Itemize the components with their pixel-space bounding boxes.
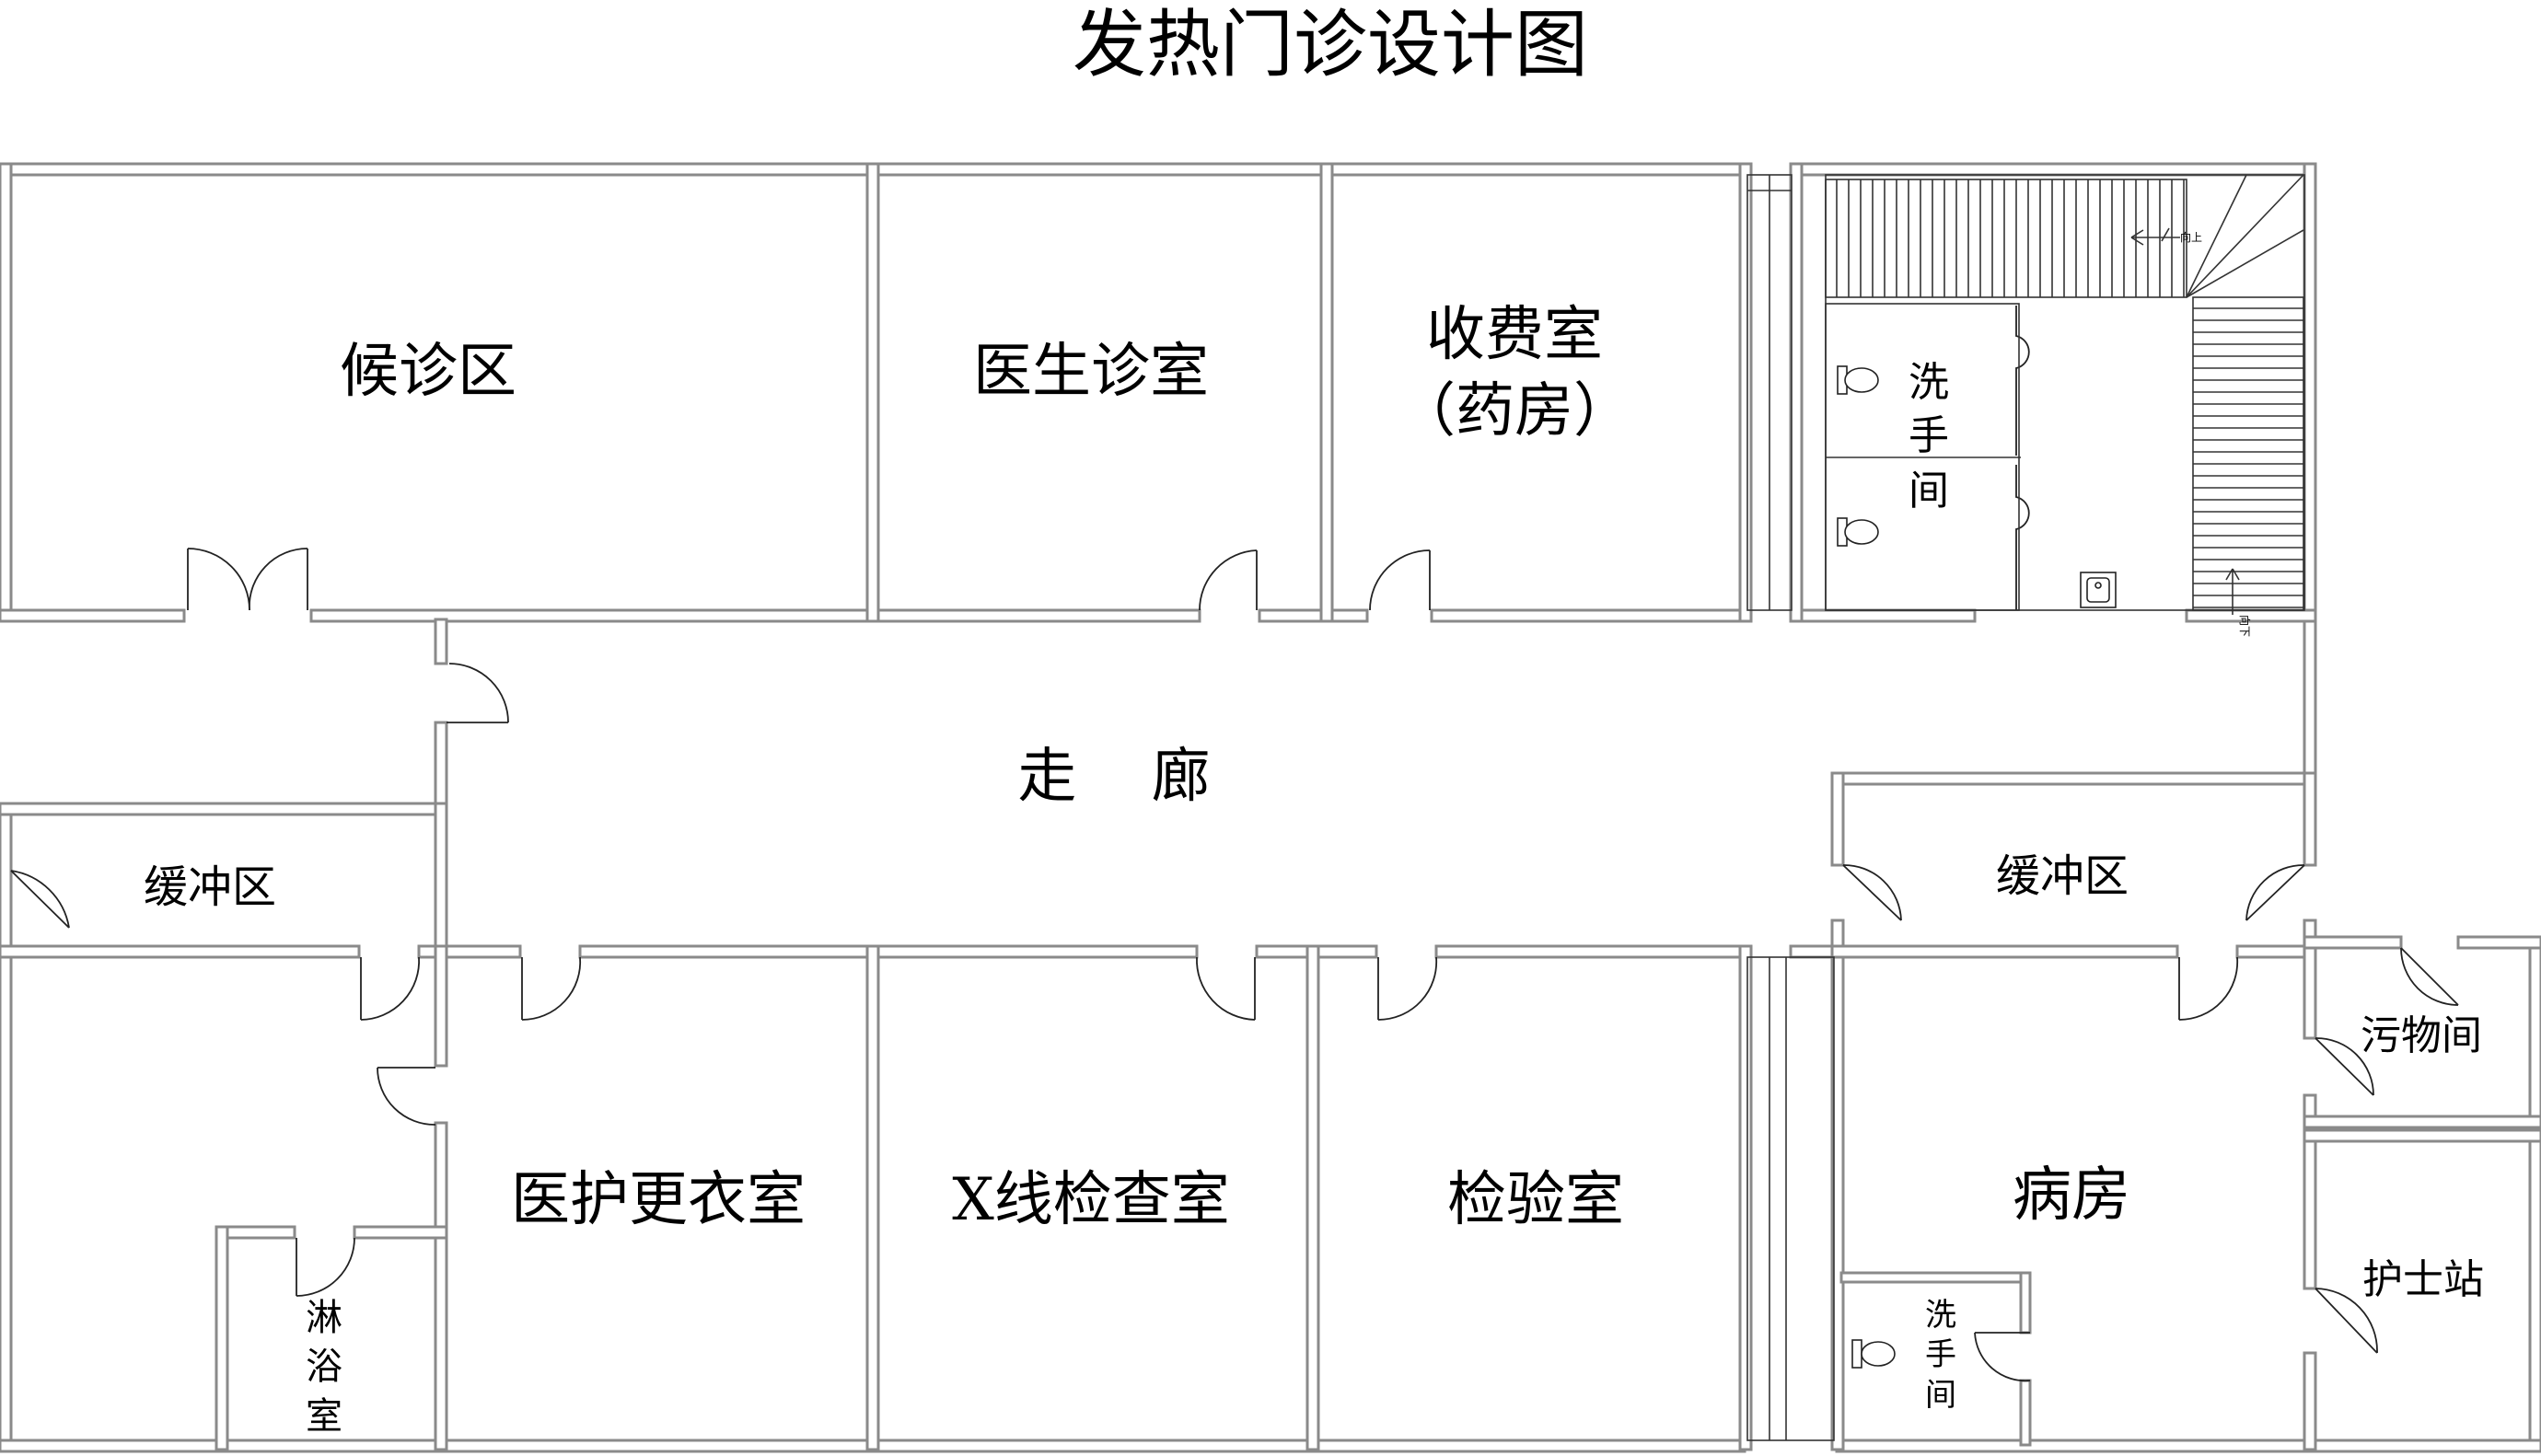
restroom-ward-3: 间 xyxy=(1925,1377,1956,1414)
restroom-top-label-1: 洗 xyxy=(1909,359,1949,406)
toilet-icon xyxy=(1837,365,1879,395)
toilet-icon xyxy=(1851,1339,1896,1369)
room-xray: X线检查室 xyxy=(952,1166,1230,1234)
room-ward: 病房 xyxy=(2013,1161,2130,1230)
doors xyxy=(10,306,2459,1382)
restroom-ward-2: 手 xyxy=(1925,1336,1956,1373)
room-shower-2: 浴 xyxy=(306,1346,342,1388)
restroom-top-label-2: 手 xyxy=(1909,412,1949,459)
walls xyxy=(0,162,2541,1453)
room-buffer-right: 缓冲区 xyxy=(1996,850,2129,902)
toilet-icon xyxy=(1837,517,1879,547)
room-lab: 检验室 xyxy=(1447,1166,1624,1234)
room-changing: 医护更衣室 xyxy=(511,1166,806,1234)
plan-title: 发热门诊设计图 xyxy=(1073,2,1588,87)
restroom-top: 洗 手 间 xyxy=(1825,303,2117,611)
room-buffer-left: 缓冲区 xyxy=(144,861,276,913)
room-dirty: 污物间 xyxy=(2361,1012,2482,1059)
stairs-down-label: 向下 xyxy=(2238,615,2252,637)
corridor-label: 走 廊 xyxy=(1017,743,1210,811)
room-labels: 候诊区 医生诊室 收费室 （药房） 走 廊 缓冲区 缓冲区 医护更衣室 X线检查… xyxy=(144,301,2484,1438)
room-shower-3: 室 xyxy=(306,1395,342,1438)
room-doctor: 医生诊室 xyxy=(973,338,1209,406)
room-shower-1: 淋 xyxy=(306,1297,342,1339)
room-cashier-sub: （药房） xyxy=(1397,377,1632,445)
corridor-partitions xyxy=(1746,174,1835,1441)
stairs-up-label: 向上 xyxy=(2180,230,2202,244)
room-waiting: 候诊区 xyxy=(340,338,516,406)
room-cashier: 收费室 xyxy=(1426,301,1603,369)
restroom-top-label-3: 间 xyxy=(1909,468,1949,514)
room-nurse: 护士站 xyxy=(2362,1256,2484,1303)
restroom-ward-1: 洗 xyxy=(1925,1297,1956,1334)
staircase: 向上 向下 xyxy=(1825,174,2305,637)
sink-icon xyxy=(2080,572,2117,608)
